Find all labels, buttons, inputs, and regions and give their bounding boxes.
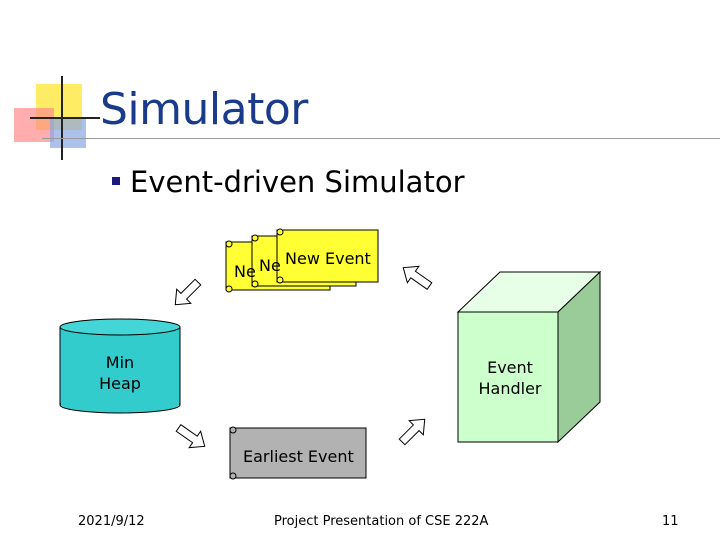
deco-blue-square	[50, 118, 86, 148]
footer-title: Project Presentation of CSE 222A	[274, 514, 489, 529]
new-event-back-label: Ne	[234, 262, 256, 281]
event-handler-label-line1: Event	[487, 358, 533, 377]
arrow-to-handler	[398, 418, 426, 446]
bullet-text: Event-driven Simulator	[130, 165, 465, 199]
deco-red-square	[14, 108, 54, 142]
min-heap-label: Min Heap	[88, 352, 152, 394]
earliest-event-scroll	[229, 426, 367, 480]
arrow-to-heap	[174, 278, 202, 306]
min-heap-cylinder	[59, 318, 181, 414]
new-event-scroll-front	[276, 228, 379, 284]
new-event-front-label: New Event	[285, 249, 371, 268]
bullet-marker	[112, 177, 120, 185]
min-heap-label-line2: Heap	[99, 374, 141, 393]
earliest-event-label: Earliest Event	[243, 447, 354, 466]
new-event-middle-label: Ne	[259, 256, 281, 275]
footer-date: 2021/9/12	[78, 514, 145, 529]
min-heap-label-line1: Min	[105, 353, 135, 372]
slide-title: Simulator	[100, 84, 308, 135]
arrow-to-scrolls	[402, 265, 433, 291]
event-handler-label: Event Handler	[458, 357, 562, 399]
event-handler-box	[456, 270, 602, 444]
title-divider	[42, 138, 720, 139]
event-handler-label-line2: Handler	[478, 379, 542, 398]
arrow-to-earliest	[175, 423, 206, 449]
footer-page-number: 11	[662, 514, 679, 529]
